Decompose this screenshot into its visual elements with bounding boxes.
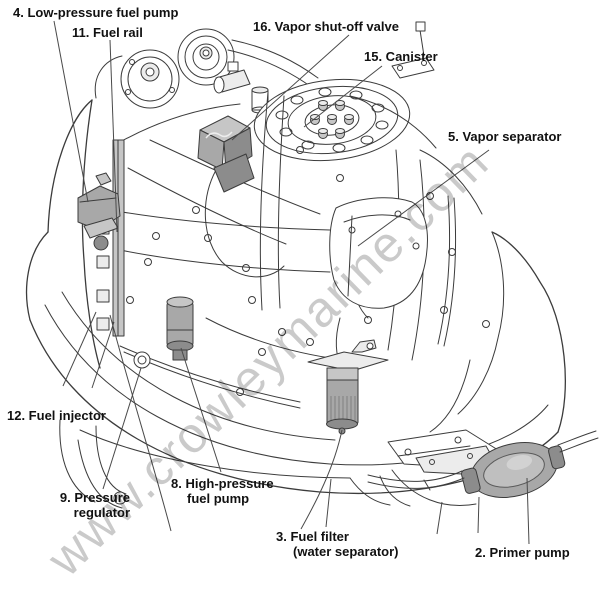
label-high-pressure-fuel-pump: 8. High-pressure fuel pump <box>171 476 274 506</box>
flywheel <box>253 78 411 162</box>
label-vapor-shut-off-valve: 16. Vapor shut-off valve <box>253 19 399 34</box>
label-fuel-injector: 12. Fuel injector <box>7 408 106 423</box>
label-pressure-regulator-line1: 9. Pressure <box>59 490 130 505</box>
label-pressure-regulator: 9. Pressure regulator <box>50 490 130 520</box>
label-vapor-separator: 5. Vapor separator <box>448 129 562 144</box>
engine-block-detail <box>81 21 505 507</box>
label-high-pressure-fuel-pump-line2: fuel pump <box>187 490 250 506</box>
flywheel-center-bolts <box>310 100 354 139</box>
high-pressure-fuel-pump-illustration <box>166 296 194 361</box>
vapor-separator-illustration <box>329 197 428 309</box>
pressure-regulator-illustration <box>133 351 151 369</box>
label-fuel-filter: 3. Fuel filter (water separator) <box>276 529 399 559</box>
label-fuel-rail: 11. Fuel rail <box>72 25 143 40</box>
label-fuel-filter-line2: (water separator) <box>293 543 399 559</box>
label-high-pressure-fuel-pump-line1: 8. High-pressure <box>171 476 274 491</box>
label-primer-pump: 2. Primer pump <box>475 545 570 560</box>
bolt-details <box>126 146 490 396</box>
leader-lines <box>53 20 530 545</box>
label-canister: 15. Canister <box>364 49 438 64</box>
label-pressure-regulator-line2: regulator <box>73 504 130 520</box>
label-fuel-filter-line1: 3. Fuel filter <box>276 529 349 544</box>
fuel-hose-illustration <box>367 430 599 491</box>
fuel-filter-illustration <box>307 339 389 435</box>
pulleys-and-belt <box>94 28 319 114</box>
label-low-pressure-fuel-pump: 4. Low-pressure fuel pump <box>13 5 179 20</box>
low-pressure-fuel-pump-illustration <box>77 172 121 251</box>
vapor-shut-off-valve-illustration <box>197 115 255 193</box>
